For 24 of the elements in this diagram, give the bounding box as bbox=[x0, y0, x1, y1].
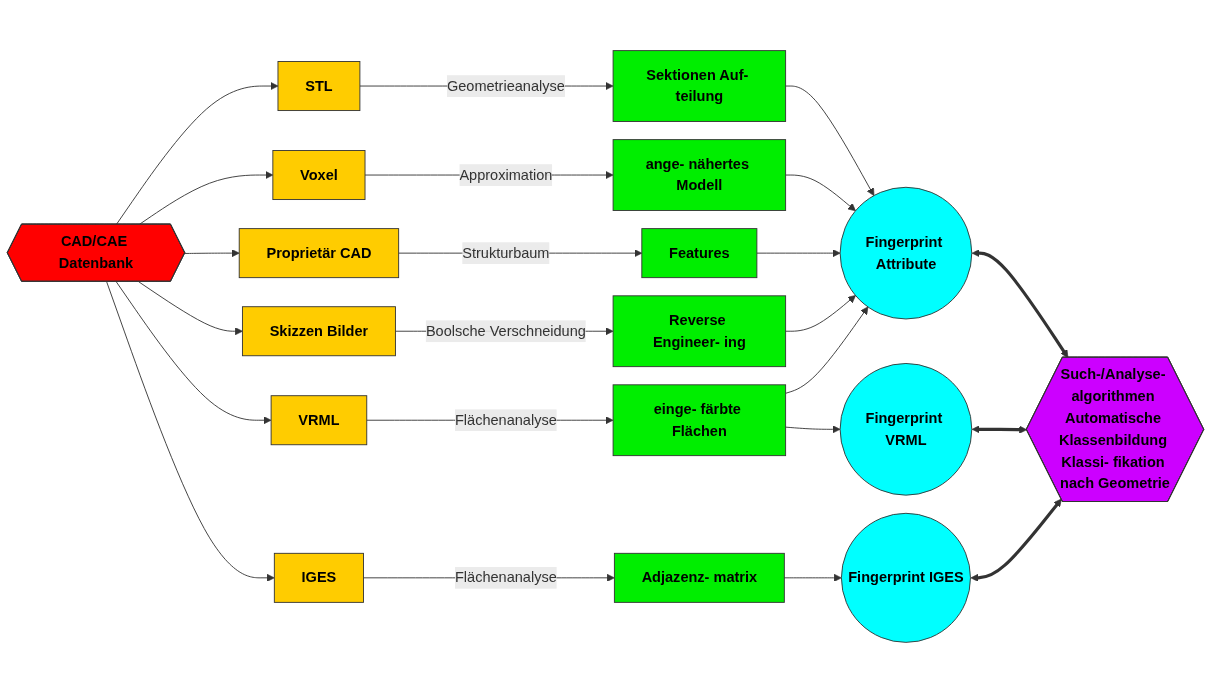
node-box: Sektionen Auf- teilung bbox=[612, 50, 787, 122]
node-box: Adjazenz- matrix bbox=[613, 552, 785, 603]
node-box: Proprietär CAD bbox=[238, 228, 400, 279]
edge-label: Flächenanalyse bbox=[454, 412, 557, 428]
edge-label: Strukturbaum bbox=[462, 244, 550, 261]
edge-label: Approximation bbox=[459, 166, 553, 183]
edge-label: Boolsche Verschneidung bbox=[425, 323, 586, 339]
edge-label: Geometrieanalyse bbox=[446, 77, 565, 94]
node-box: einge- färbte Flächen bbox=[612, 384, 787, 457]
node-circle: Fingerprint Attribute bbox=[839, 186, 973, 320]
arrow bbox=[971, 425, 1028, 434]
node-circle: Fingerprint VRML bbox=[839, 363, 973, 496]
node-circle: Fingerprint IGES bbox=[840, 512, 971, 643]
node-box: Reverse Engineer- ing bbox=[612, 295, 787, 368]
node-box: Features bbox=[641, 228, 758, 279]
edge-label: Flächenanalyse bbox=[454, 569, 557, 586]
arrow bbox=[970, 498, 1062, 582]
arrow bbox=[971, 249, 1069, 358]
node-box: VRML bbox=[270, 395, 368, 446]
node-box: Skizzen Bilder bbox=[241, 306, 396, 357]
node-box: Voxel bbox=[272, 150, 366, 200]
node-box: STL bbox=[277, 61, 361, 111]
node-box: ange- nähertes Modell bbox=[612, 139, 787, 211]
node-box: IGES bbox=[273, 552, 364, 603]
